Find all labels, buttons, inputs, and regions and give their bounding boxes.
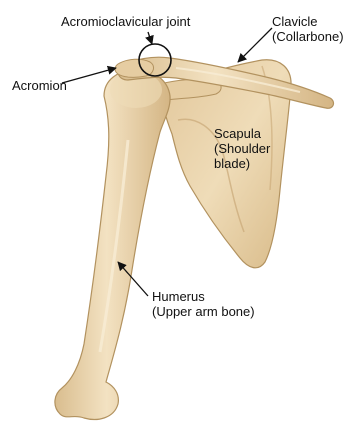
ac-joint-label-text: Acromioclavicular joint: [61, 14, 190, 29]
scapula-label: Scapula (Shoulder blade): [214, 126, 270, 171]
ac-joint-arrow: [148, 32, 152, 44]
acromion-label-text: Acromion: [12, 78, 67, 93]
scapula-label-line2: (Shoulder: [214, 141, 270, 156]
humerus-label-line2: (Upper arm bone): [152, 304, 255, 319]
acromion-arrow: [62, 68, 116, 83]
acromion-label: Acromion: [12, 78, 67, 93]
scapula-label-line1: Scapula: [214, 126, 270, 141]
ac-joint-label: Acromioclavicular joint: [61, 14, 190, 29]
humerus-label: Humerus (Upper arm bone): [152, 289, 255, 319]
clavicle-arrow: [238, 28, 272, 62]
clavicle-label-line1: Clavicle: [272, 14, 344, 29]
humerus-label-line1: Humerus: [152, 289, 255, 304]
clavicle-label: Clavicle (Collarbone): [272, 14, 344, 44]
scapula-label-line3: blade): [214, 156, 270, 171]
clavicle-label-line2: (Collarbone): [272, 29, 344, 44]
humerus-bone: [55, 70, 170, 419]
